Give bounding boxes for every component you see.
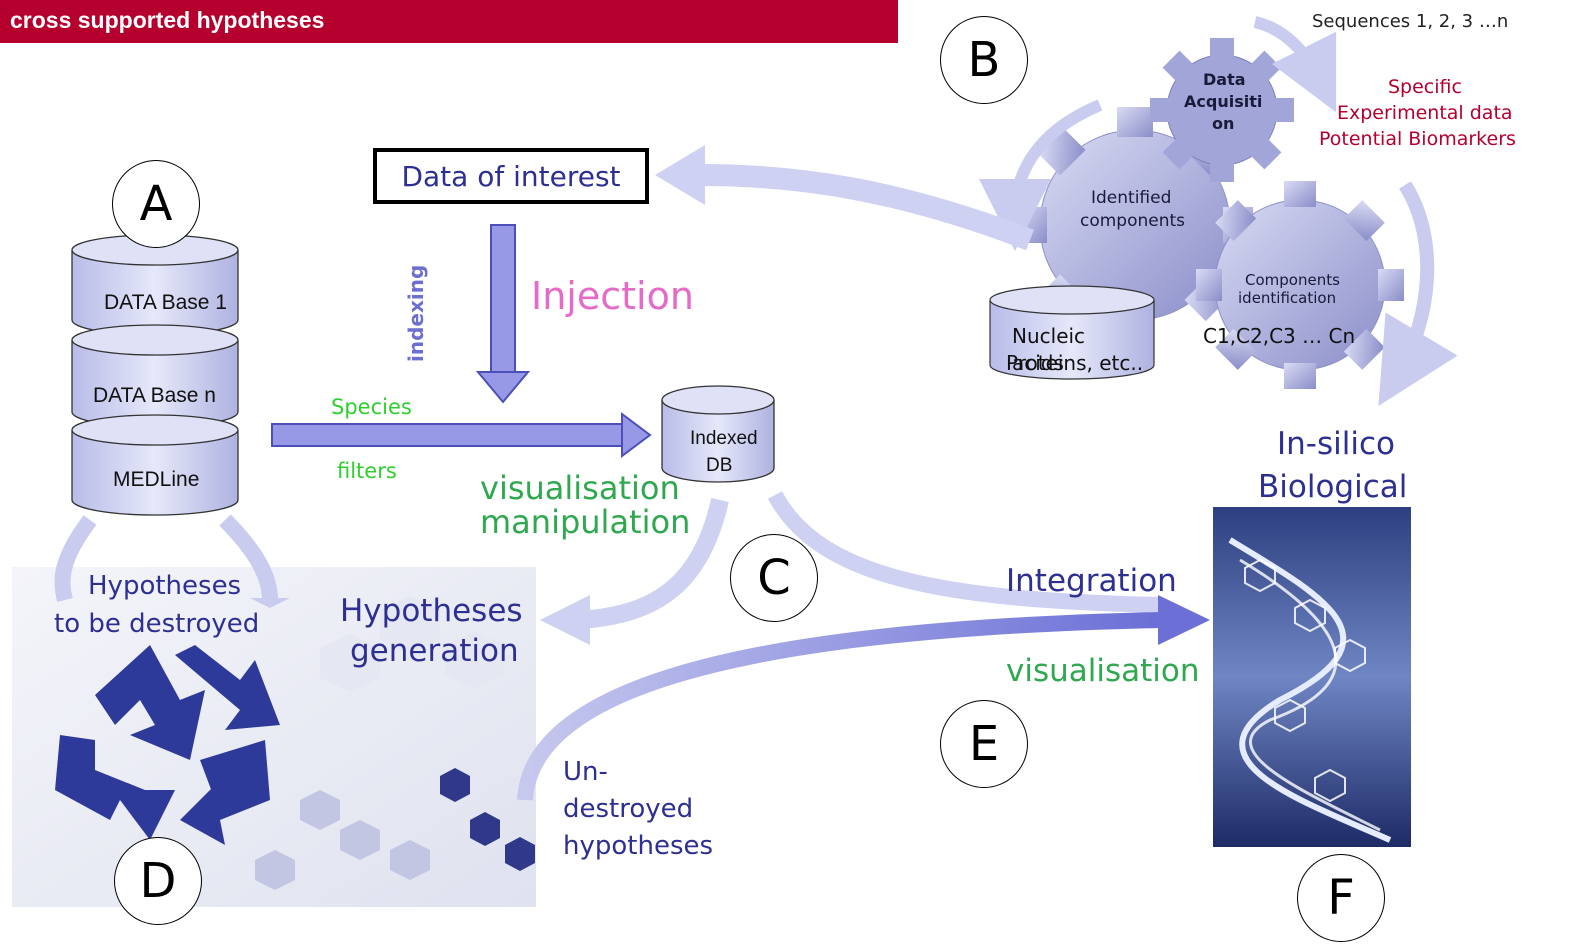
hypotheses-generation-2: generation (350, 633, 519, 669)
specific-line-3: Potential Biomarkers (1319, 128, 1516, 150)
gear-components-2: identification (1238, 289, 1337, 307)
label-c: C (730, 534, 818, 622)
proteins-label: Proteins, etc.. (1006, 351, 1144, 375)
recycle-icon (55, 645, 280, 845)
sequences-label: Sequences 1, 2, 3 …n (1312, 11, 1509, 32)
undestroyed-2: destroyed (563, 794, 694, 824)
specific-line-2: Experimental data (1337, 102, 1513, 124)
gear-components-1: Components (1245, 271, 1340, 289)
gear-acquisition-3: on (1212, 114, 1235, 133)
recycle-panel (12, 567, 536, 907)
indexed-label-1: Indexed (690, 428, 758, 449)
hypotheses-destroyed-1: Hypotheses (88, 571, 242, 601)
label-f: F (1297, 854, 1385, 942)
insilico-line-2: Biological (1258, 469, 1408, 505)
page-title: cross supported hypotheses (10, 7, 325, 33)
medline-label: MEDLine (113, 468, 200, 491)
gears-graphic (979, 16, 1458, 407)
hypotheses-generation-1: Hypotheses (340, 593, 523, 629)
manipulation-label: manipulation (480, 503, 691, 541)
data-of-interest-box: Data of interest (373, 148, 649, 204)
undestroyed-1: Un- (563, 757, 608, 787)
undestroyed-3: hypotheses (563, 831, 714, 861)
data-of-interest-label: Data of interest (401, 159, 621, 193)
species-label: Species (331, 395, 412, 419)
indexed-label-2: DB (706, 455, 733, 476)
integration-label: Integration (1006, 563, 1177, 599)
specific-line-1: Specific (1388, 76, 1462, 98)
dbn-label: DATA Base n (93, 384, 216, 407)
injection-label: Injection (531, 274, 694, 318)
label-a: A (112, 160, 200, 248)
nucleic-label-2: acids (1012, 351, 1064, 375)
gear-identified-2: components (1080, 211, 1186, 231)
db1-label: DATA Base 1 (104, 291, 227, 314)
gear-cn-label: C1,C2,C3 … Cn (1203, 324, 1356, 348)
gear-acquisition-1: Data (1203, 70, 1246, 89)
indexing-label: indexing (404, 264, 428, 362)
dna-image (1213, 507, 1411, 847)
title-bar: cross supported hypotheses (0, 0, 898, 43)
gear-acquisition-2: Acquisiti (1184, 92, 1263, 111)
gear-identified-1: Identified (1091, 188, 1172, 208)
visualisation-e-label: visualisation (1006, 653, 1200, 689)
visualisation-label: visualisation (480, 469, 680, 507)
database-stack (71, 234, 239, 516)
insilico-line-1: In-silico (1277, 426, 1395, 462)
indexed-db (661, 385, 775, 483)
nucleic-label-1: Nucleic (1012, 324, 1086, 348)
hypotheses-destroyed-2: to be destroyed (54, 609, 260, 639)
filters-label: filters (337, 459, 397, 483)
label-d: D (114, 837, 202, 925)
label-b: B (940, 16, 1028, 104)
label-e: E (940, 700, 1028, 788)
